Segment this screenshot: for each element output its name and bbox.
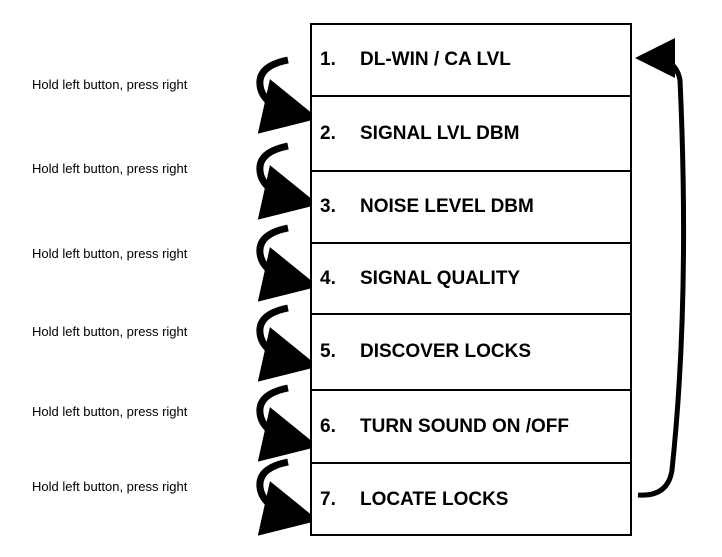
step-arrow-6 [256,458,319,536]
step-label-3: Hold left button, press right [32,246,188,261]
step-label-4: Hold left button, press right [32,324,188,339]
menu-item-7: 7. LOCATE LOCKS [312,464,630,536]
step-arrow-5 [256,384,319,462]
menu-item-number: 7. [320,489,336,510]
menu-item-4: 4. SIGNAL QUALITY [312,244,630,315]
step-arrow-4 [256,304,319,382]
menu-item-label: TURN SOUND ON /OFF [360,415,569,437]
menu-item-2: 2. SIGNAL LVL DBM [312,97,630,172]
menu-item-1: 1. DL-WIN / CA LVL [312,25,630,97]
menu-item-label: SIGNAL QUALITY [360,267,521,289]
menu-item-number: 6. [320,415,336,437]
step-label-6: Hold left button, press right [32,479,188,494]
menu-item-number: 1. [320,49,336,70]
menu-item-number: 5. [320,341,336,362]
menu-item-number: 3. [320,196,336,217]
step-arrow-3 [256,224,319,302]
menu-item-label: DISCOVER LOCKS [360,341,532,362]
step-label-1: Hold left button, press right [32,77,188,92]
menu-item-number: 2. [320,122,336,144]
menu-item-label: LOCATE LOCKS [360,489,509,510]
step-arrow-1 [256,56,319,134]
step-label-2: Hold left button, press right [32,161,188,176]
return-arrow [635,38,687,498]
menu-item-label: DL-WIN / CA LVL [360,49,511,70]
step-label-5: Hold left button, press right [32,404,188,419]
menu-item-5: 5. DISCOVER LOCKS [312,315,630,391]
menu-item-6: 6. TURN SOUND ON /OFF [312,391,630,464]
menu-item-3: 3. NOISE LEVEL DBM [312,172,630,244]
step-arrow-2 [256,142,319,220]
menu-list: 1. DL-WIN / CA LVL 2. SIGNAL LVL DBM 3. … [310,23,632,536]
menu-item-label: NOISE LEVEL DBM [360,196,534,217]
menu-item-label: SIGNAL LVL DBM [360,122,520,144]
menu-item-number: 4. [320,267,336,289]
